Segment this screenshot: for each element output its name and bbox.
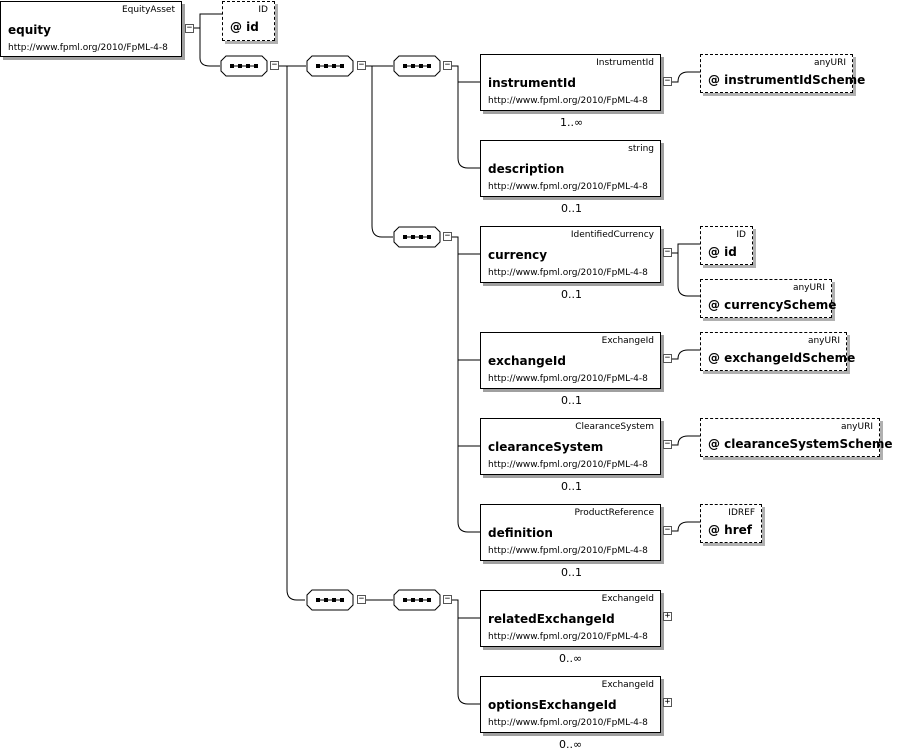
attribute-type-label: anyURI xyxy=(840,422,873,432)
element-exchangeId[interactable]: ExchangeId exchangeId http://www.fpml.or… xyxy=(480,332,661,389)
sequence-compositor-icon[interactable] xyxy=(393,226,441,248)
element-name-label: exchangeId xyxy=(488,354,566,368)
attribute-href[interactable]: IDREF @ href xyxy=(700,504,762,543)
attribute-currency-id[interactable]: ID @ id xyxy=(700,226,753,265)
attribute-name-label: @ exchangeIdScheme xyxy=(708,351,856,365)
collapse-toggle-exchangeId[interactable]: − xyxy=(663,353,672,363)
cardinality-label: 0..∞ xyxy=(559,738,583,751)
cardinality-label: 0..1 xyxy=(561,202,582,215)
root-name-label: equity xyxy=(8,23,51,37)
element-name-label: clearanceSystem xyxy=(488,440,604,454)
element-name-label: definition xyxy=(488,526,553,540)
cardinality-label: 0..∞ xyxy=(559,652,583,665)
element-namespace-label: http://www.fpml.org/2010/FpML-4-8 xyxy=(488,268,648,278)
root-type-label: EquityAsset xyxy=(121,5,175,15)
element-namespace-label: http://www.fpml.org/2010/FpML-4-8 xyxy=(488,632,648,642)
expand-toggle-relatedExchangeId[interactable]: + xyxy=(663,611,672,621)
sequence-compositor-icon[interactable] xyxy=(306,589,354,611)
element-type-label: InstrumentId xyxy=(596,58,654,68)
collapse-toggle-sequence-5[interactable]: − xyxy=(357,594,366,604)
cardinality-label: 0..1 xyxy=(561,480,582,493)
element-optionsExchangeId[interactable]: ExchangeId optionsExchangeId http://www.… xyxy=(480,676,661,733)
sequence-compositor-icon[interactable] xyxy=(393,55,441,77)
attribute-type-label: IDREF xyxy=(728,508,755,518)
element-type-label: ProductReference xyxy=(574,508,655,518)
element-name-label: instrumentId xyxy=(488,76,576,90)
cardinality-label: 1..∞ xyxy=(560,116,584,129)
collapse-toggle-clearanceSystem[interactable]: − xyxy=(663,439,672,449)
element-name-label: currency xyxy=(488,248,548,262)
attribute-instrumentIdScheme[interactable]: anyURI @ instrumentIdScheme xyxy=(700,54,865,93)
collapse-toggle-instrumentId[interactable]: − xyxy=(663,76,672,86)
element-type-label: ExchangeId xyxy=(601,594,654,604)
element-type-label: string xyxy=(628,144,654,154)
element-currency[interactable]: IdentifiedCurrency currency http://www.f… xyxy=(480,226,661,283)
collapse-toggle-sequence-1[interactable]: − xyxy=(270,60,279,70)
attribute-type-label: anyURI xyxy=(807,336,840,346)
attribute-name-label: @ href xyxy=(708,523,752,537)
element-namespace-label: http://www.fpml.org/2010/FpML-4-8 xyxy=(488,374,648,384)
attribute-name-label: @ currencyScheme xyxy=(708,298,837,312)
collapse-toggle-currency[interactable]: − xyxy=(663,247,672,257)
sequence-compositor-icon[interactable] xyxy=(393,589,441,611)
element-type-label: IdentifiedCurrency xyxy=(570,230,654,240)
attribute-exchangeIdScheme[interactable]: anyURI @ exchangeIdScheme xyxy=(700,332,855,371)
collapse-toggle-sequence-2[interactable]: − xyxy=(357,60,366,70)
attribute-clearanceSystemScheme[interactable]: anyURI @ clearanceSystemScheme xyxy=(700,418,893,457)
attribute-name-label: @ id xyxy=(708,245,737,259)
attribute-currencyScheme[interactable]: anyURI @ currencyScheme xyxy=(700,279,836,318)
element-name-label: optionsExchangeId xyxy=(488,698,617,712)
attribute-type-label: anyURI xyxy=(792,283,825,293)
element-type-label: ExchangeId xyxy=(601,680,654,690)
element-name-label: description xyxy=(488,162,565,176)
collapse-toggle-sequence-3[interactable]: − xyxy=(443,60,452,70)
element-relatedExchangeId[interactable]: ExchangeId relatedExchangeId http://www.… xyxy=(480,590,661,647)
element-namespace-label: http://www.fpml.org/2010/FpML-4-8 xyxy=(488,96,648,106)
attribute-name-label: @ clearanceSystemScheme xyxy=(708,437,893,451)
attribute-equity-id[interactable]: ID @ id xyxy=(222,1,275,41)
element-type-label: ExchangeId xyxy=(601,336,654,346)
element-namespace-label: http://www.fpml.org/2010/FpML-4-8 xyxy=(488,546,648,556)
element-namespace-label: http://www.fpml.org/2010/FpML-4-8 xyxy=(488,718,648,728)
attribute-name-label: @ id xyxy=(230,20,259,34)
attribute-type-label: ID xyxy=(736,230,746,240)
attribute-name-label: @ instrumentIdScheme xyxy=(708,73,866,87)
collapse-toggle-equity[interactable]: − xyxy=(185,23,194,33)
collapse-toggle-sequence-4[interactable]: − xyxy=(443,231,452,241)
element-description[interactable]: string description http://www.fpml.org/2… xyxy=(480,140,661,197)
cardinality-label: 0..1 xyxy=(561,394,582,407)
root-namespace-label: http://www.fpml.org/2010/FpML-4-8 xyxy=(8,43,168,53)
cardinality-label: 0..1 xyxy=(561,566,582,579)
collapse-toggle-definition[interactable]: − xyxy=(663,525,672,535)
attribute-type-label: ID xyxy=(258,5,268,15)
sequence-compositor-icon[interactable] xyxy=(306,55,354,77)
cardinality-label: 0..1 xyxy=(561,288,582,301)
element-name-label: relatedExchangeId xyxy=(488,612,615,626)
element-instrumentId[interactable]: InstrumentId instrumentId http://www.fpm… xyxy=(480,54,661,111)
element-namespace-label: http://www.fpml.org/2010/FpML-4-8 xyxy=(488,182,648,192)
collapse-toggle-sequence-6[interactable]: − xyxy=(443,594,452,604)
sequence-compositor-icon[interactable] xyxy=(220,55,268,77)
root-element-equity[interactable]: EquityAsset equity http://www.fpml.org/2… xyxy=(0,1,182,57)
attribute-type-label: anyURI xyxy=(813,58,846,68)
element-definition[interactable]: ProductReference definition http://www.f… xyxy=(480,504,661,561)
element-type-label: ClearanceSystem xyxy=(575,422,654,432)
expand-toggle-optionsExchangeId[interactable]: + xyxy=(663,697,672,707)
element-clearanceSystem[interactable]: ClearanceSystem clearanceSystem http://w… xyxy=(480,418,661,475)
element-namespace-label: http://www.fpml.org/2010/FpML-4-8 xyxy=(488,460,648,470)
